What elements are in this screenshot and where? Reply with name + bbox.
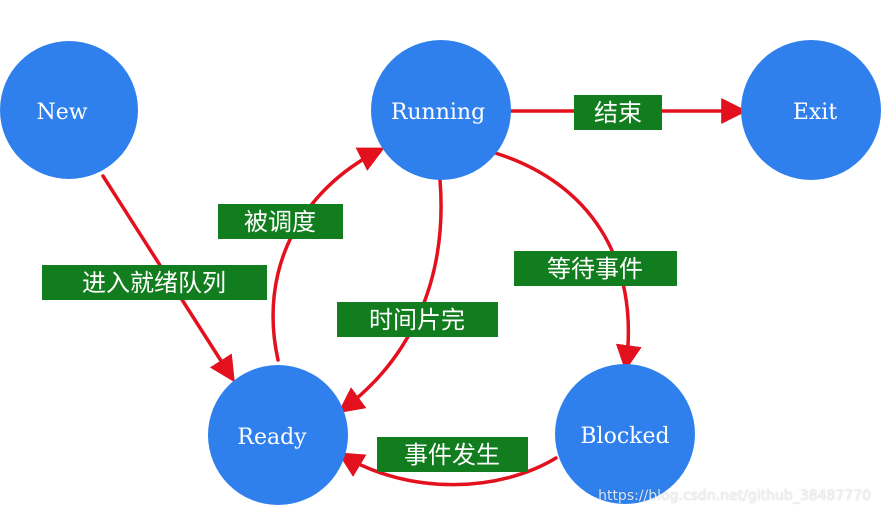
svg-text:事件发生: 事件发生 (404, 441, 500, 469)
watermark: https://blog.csdn.net/github_38487770 (598, 488, 871, 504)
svg-text:等待事件: 等待事件 (547, 255, 643, 283)
state-exit-label: Exit (793, 100, 838, 125)
edge-running-to-ready (337, 178, 443, 414)
state-new-label: New (36, 100, 87, 125)
state-new: New (0, 41, 138, 179)
state-ready: Ready (208, 365, 348, 505)
state-running: Running (371, 40, 511, 180)
edge-blocked-to-ready (337, 452, 558, 487)
state-blocked-label: Blocked (580, 424, 669, 449)
state-running-label: Running (391, 100, 485, 125)
svg-text:结束: 结束 (594, 99, 642, 127)
state-exit: Exit (741, 40, 881, 180)
label-blocked-to-ready: 事件发生 (377, 437, 528, 472)
state-ready-label: Ready (237, 425, 307, 450)
label-running-to-ready: 时间片完 (337, 302, 498, 337)
label-ready-to-running: 被调度 (218, 204, 343, 239)
edge-running-to-blocked (490, 150, 642, 372)
label-running-to-blocked: 等待事件 (514, 251, 677, 286)
svg-text:时间片完: 时间片完 (369, 306, 465, 334)
label-new-to-ready: 进入就绪队列 (42, 265, 267, 300)
label-running-to-exit: 结束 (574, 95, 662, 130)
state-blocked: Blocked (555, 364, 695, 504)
svg-text:进入就绪队列: 进入就绪队列 (82, 269, 226, 297)
svg-text:被调度: 被调度 (244, 208, 316, 236)
